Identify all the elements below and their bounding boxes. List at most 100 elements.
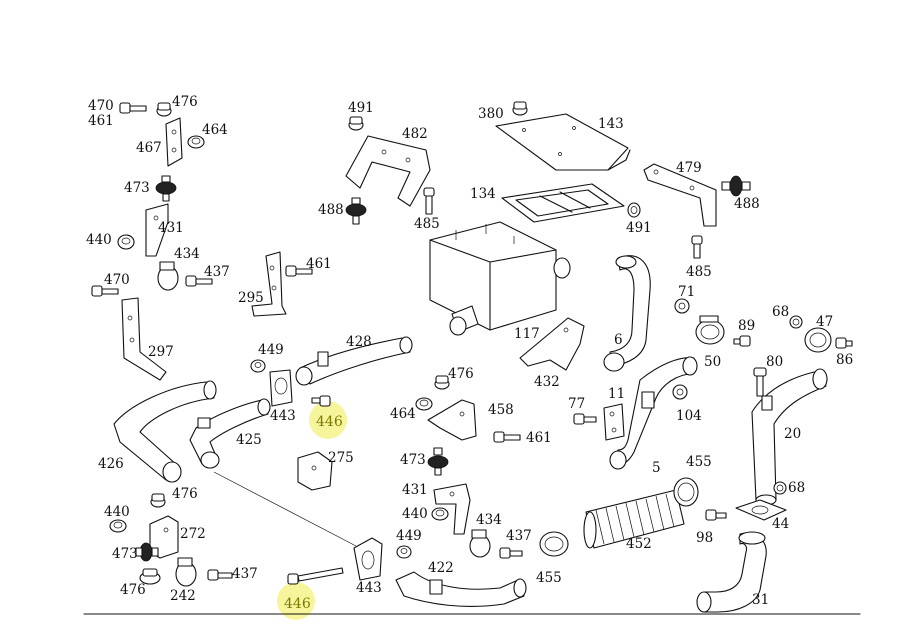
clamp-50[interactable] — [695, 315, 725, 345]
label-89: 89 — [738, 318, 755, 334]
bolt-446-lower[interactable] — [287, 567, 344, 585]
nut-68-upper[interactable] — [789, 315, 803, 329]
nut-476-bottom[interactable] — [139, 568, 161, 585]
bolt-461-middle[interactable] — [285, 265, 313, 277]
mount-bracket-482[interactable] — [345, 135, 431, 207]
nut-476-lower[interactable] — [150, 493, 166, 508]
label-275: 275 — [328, 450, 354, 466]
label-98: 98 — [696, 530, 713, 546]
pipe-428[interactable] — [295, 336, 413, 386]
label-449: 449 — [258, 342, 284, 358]
label-446-highlighted: 446 — [316, 414, 343, 430]
clamp-242[interactable] — [175, 557, 197, 587]
label-473: 473 — [124, 180, 150, 196]
bolt-86[interactable] — [835, 337, 853, 349]
rubber-mount-488-right[interactable] — [721, 175, 751, 197]
bracket-297[interactable] — [121, 297, 167, 381]
label-71: 71 — [678, 284, 695, 300]
rubber-mount-473-middle[interactable] — [427, 447, 449, 476]
bracket-432[interactable] — [519, 317, 585, 371]
pipe-422[interactable] — [395, 571, 527, 607]
label-476: 476 — [172, 486, 198, 502]
label-488: 488 — [734, 196, 760, 212]
bolt-80[interactable] — [753, 367, 767, 397]
pipe-426[interactable] — [113, 380, 217, 483]
bolt-461-lower[interactable] — [493, 431, 521, 443]
bolt-89[interactable] — [733, 335, 751, 347]
pipe-6[interactable] — [603, 255, 651, 372]
label-452: 452 — [626, 536, 652, 552]
tail-pipe-31[interactable] — [696, 531, 767, 613]
bolt-446-upper[interactable] — [311, 395, 331, 407]
washer-464-upper[interactable] — [187, 135, 205, 149]
pipe-425[interactable] — [189, 398, 271, 469]
clamp-455-right[interactable] — [673, 477, 699, 507]
label-473: 473 — [400, 452, 426, 468]
label-68: 68 — [788, 480, 805, 496]
label-461: 461 — [526, 430, 552, 446]
label-11: 11 — [608, 386, 625, 402]
rubber-mount-473-upper[interactable] — [155, 175, 177, 202]
pipe-5[interactable] — [609, 356, 698, 470]
bolt-485-lower[interactable] — [691, 235, 703, 259]
washer-464-middle[interactable] — [415, 397, 433, 411]
nut-68-lower[interactable] — [773, 481, 787, 495]
washer-440-middle[interactable] — [431, 507, 449, 521]
bracket-467[interactable] — [165, 117, 183, 167]
nut-491-lower[interactable] — [627, 202, 641, 218]
label-431: 431 — [402, 482, 428, 498]
label-80: 80 — [766, 354, 783, 370]
highlight-marker-446-lower — [277, 582, 315, 620]
clamp-bracket-443-upper[interactable] — [269, 369, 293, 407]
flex-pipe-452[interactable] — [583, 489, 685, 549]
label-143: 143 — [598, 116, 624, 132]
rubber-mount-488-left[interactable] — [345, 197, 367, 225]
label-488: 488 — [318, 202, 344, 218]
bolt-77[interactable] — [573, 413, 597, 425]
hanger-bracket-431-upper[interactable] — [145, 203, 169, 257]
nut-449-upper[interactable] — [250, 359, 266, 373]
label-482: 482 — [402, 126, 428, 142]
label-473: 473 — [112, 546, 138, 562]
bracket-275[interactable] — [297, 451, 333, 491]
heat-shield-143[interactable] — [495, 113, 631, 171]
bracket-479[interactable] — [643, 163, 717, 227]
clamp-bracket-443-lower[interactable] — [353, 537, 383, 581]
gasket-flange-44[interactable] — [735, 499, 787, 521]
nut-71[interactable] — [674, 298, 690, 314]
nut-476-middle[interactable] — [434, 375, 450, 390]
hanger-bracket-431-middle[interactable] — [433, 483, 471, 535]
label-425: 425 — [236, 432, 262, 448]
rubber-mount-473-lower[interactable] — [135, 542, 159, 562]
bolt-470-lower[interactable] — [91, 285, 119, 297]
label-446-highlighted: 446 — [284, 596, 311, 612]
label-272: 272 — [180, 526, 206, 542]
bolt-98[interactable] — [705, 509, 727, 521]
washer-440-upper[interactable] — [117, 234, 135, 250]
nut-491-upper[interactable] — [348, 116, 364, 131]
nut-380[interactable] — [512, 101, 528, 116]
muffler-117[interactable] — [429, 221, 571, 336]
mounting-frame-134[interactable] — [501, 183, 625, 223]
clamp-47[interactable] — [804, 327, 832, 353]
label-295: 295 — [238, 290, 264, 306]
label-467: 467 — [136, 140, 162, 156]
bolt-470-upper[interactable] — [119, 102, 147, 114]
nut-104[interactable] — [672, 384, 688, 400]
bolt-485-upper[interactable] — [423, 187, 435, 215]
bracket-295[interactable] — [251, 251, 287, 317]
clamp-434-middle[interactable] — [469, 529, 491, 558]
bolt-437-middle[interactable] — [499, 547, 523, 559]
washer-440-lower[interactable] — [109, 519, 127, 533]
bolt-437-lower[interactable] — [207, 569, 233, 581]
label-297: 297 — [148, 344, 174, 360]
clamp-11[interactable] — [603, 403, 625, 441]
pipe-20[interactable] — [751, 368, 828, 506]
bolt-437-upper[interactable] — [185, 275, 213, 287]
part-labels: 470 461 476 464 467 473 431 440 434 437 … — [86, 94, 853, 612]
nut-476-upper[interactable] — [156, 102, 172, 117]
bracket-458[interactable] — [427, 399, 477, 441]
nut-449-lower[interactable] — [396, 545, 412, 559]
clamp-455-middle[interactable] — [539, 531, 569, 557]
clamp-434-upper[interactable] — [157, 261, 179, 291]
